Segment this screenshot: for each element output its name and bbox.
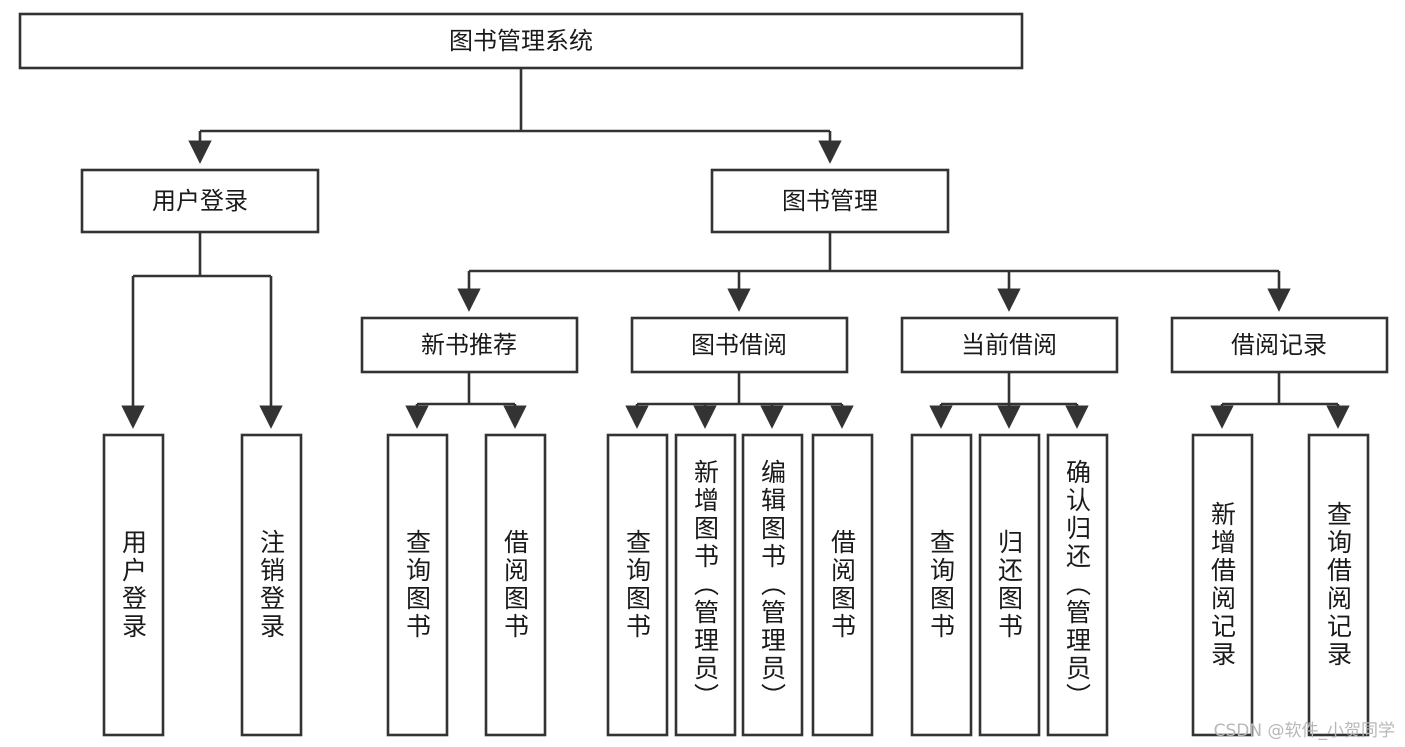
node-leaf6-box[interactable] xyxy=(674,433,737,737)
node-leaf12-box[interactable] xyxy=(1191,433,1254,737)
node-current-label: 当前借阅 xyxy=(961,331,1057,359)
node-borrow[interactable]: 图书借阅 xyxy=(630,316,849,374)
node-records-box[interactable] xyxy=(1170,316,1389,374)
node-root-label: 图书管理系统 xyxy=(449,27,593,55)
node-leaf8[interactable]: 借阅图书 xyxy=(811,433,874,737)
node-root[interactable]: 图书管理系统 xyxy=(18,12,1024,70)
node-leaf7[interactable]: 编辑图书（管理员） xyxy=(741,433,804,737)
node-leaf2-label: 注销登录 xyxy=(257,529,286,641)
node-leaf10[interactable]: 归还图书 xyxy=(978,433,1041,737)
node-borrow-box[interactable] xyxy=(630,316,849,374)
node-leaf9-label: 查询图书 xyxy=(927,529,956,641)
node-leaf7-label: 编辑图书（管理员） xyxy=(758,459,787,711)
node-leaf5-label: 查询图书 xyxy=(623,529,652,641)
node-newbook[interactable]: 新书推荐 xyxy=(360,316,579,374)
node-leaf4[interactable]: 借阅图书 xyxy=(484,433,547,737)
node-leaf9-box[interactable] xyxy=(910,433,973,737)
node-borrow-label: 图书借阅 xyxy=(691,331,787,359)
node-newbook-box[interactable] xyxy=(360,316,579,374)
node-leaf3[interactable]: 查询图书 xyxy=(386,433,449,737)
node-leaf12[interactable]: 新增借阅记录 xyxy=(1191,433,1254,737)
node-leaf11-box[interactable] xyxy=(1046,433,1109,737)
node-leaf10-label: 归还图书 xyxy=(995,529,1024,641)
node-current[interactable]: 当前借阅 xyxy=(900,316,1119,374)
node-leaf1-box[interactable] xyxy=(102,433,165,737)
node-root-box[interactable] xyxy=(18,12,1024,70)
node-newbook-label: 新书推荐 xyxy=(421,331,517,359)
node-bookmgmt[interactable]: 图书管理 xyxy=(710,168,950,234)
node-leaf2[interactable]: 注销登录 xyxy=(240,433,303,737)
node-leaf13[interactable]: 查询借阅记录 xyxy=(1307,433,1370,737)
node-leaf9[interactable]: 查询图书 xyxy=(910,433,973,737)
node-login-label: 用户登录 xyxy=(152,187,248,215)
node-records[interactable]: 借阅记录 xyxy=(1170,316,1389,374)
node-leaf7-box[interactable] xyxy=(741,433,804,737)
node-leaf13-label: 查询借阅记录 xyxy=(1324,501,1353,669)
node-leaf5-box[interactable] xyxy=(606,433,669,737)
node-leaf3-box[interactable] xyxy=(386,433,449,737)
node-leaf6[interactable]: 新增图书（管理员） xyxy=(674,433,737,737)
node-leaf2-box[interactable] xyxy=(240,433,303,737)
node-leaf4-label: 借阅图书 xyxy=(501,529,530,641)
node-leaf3-label: 查询图书 xyxy=(403,529,432,641)
node-leaf1-label: 用户登录 xyxy=(119,529,148,641)
edge-group xyxy=(121,68,1350,429)
node-leaf10-box[interactable] xyxy=(978,433,1041,737)
node-bookmgmt-label: 图书管理 xyxy=(782,187,878,215)
node-leaf5[interactable]: 查询图书 xyxy=(606,433,669,737)
node-records-label: 借阅记录 xyxy=(1231,331,1327,359)
node-leaf12-label: 新增借阅记录 xyxy=(1208,501,1237,669)
node-current-box[interactable] xyxy=(900,316,1119,374)
node-bookmgmt-box[interactable] xyxy=(710,168,950,234)
node-leaf11[interactable]: 确认归还（管理员） xyxy=(1046,433,1109,737)
node-leaf6-label: 新增图书（管理员） xyxy=(691,459,720,711)
node-leaf8-label: 借阅图书 xyxy=(828,529,857,641)
node-login[interactable]: 用户登录 xyxy=(80,168,320,234)
node-leaf1[interactable]: 用户登录 xyxy=(102,433,165,737)
node-leaf8-box[interactable] xyxy=(811,433,874,737)
node-leaf13-box[interactable] xyxy=(1307,433,1370,737)
node-leaf4-box[interactable] xyxy=(484,433,547,737)
node-login-box[interactable] xyxy=(80,168,320,234)
node-leaf11-label: 确认归还（管理员） xyxy=(1063,459,1092,711)
